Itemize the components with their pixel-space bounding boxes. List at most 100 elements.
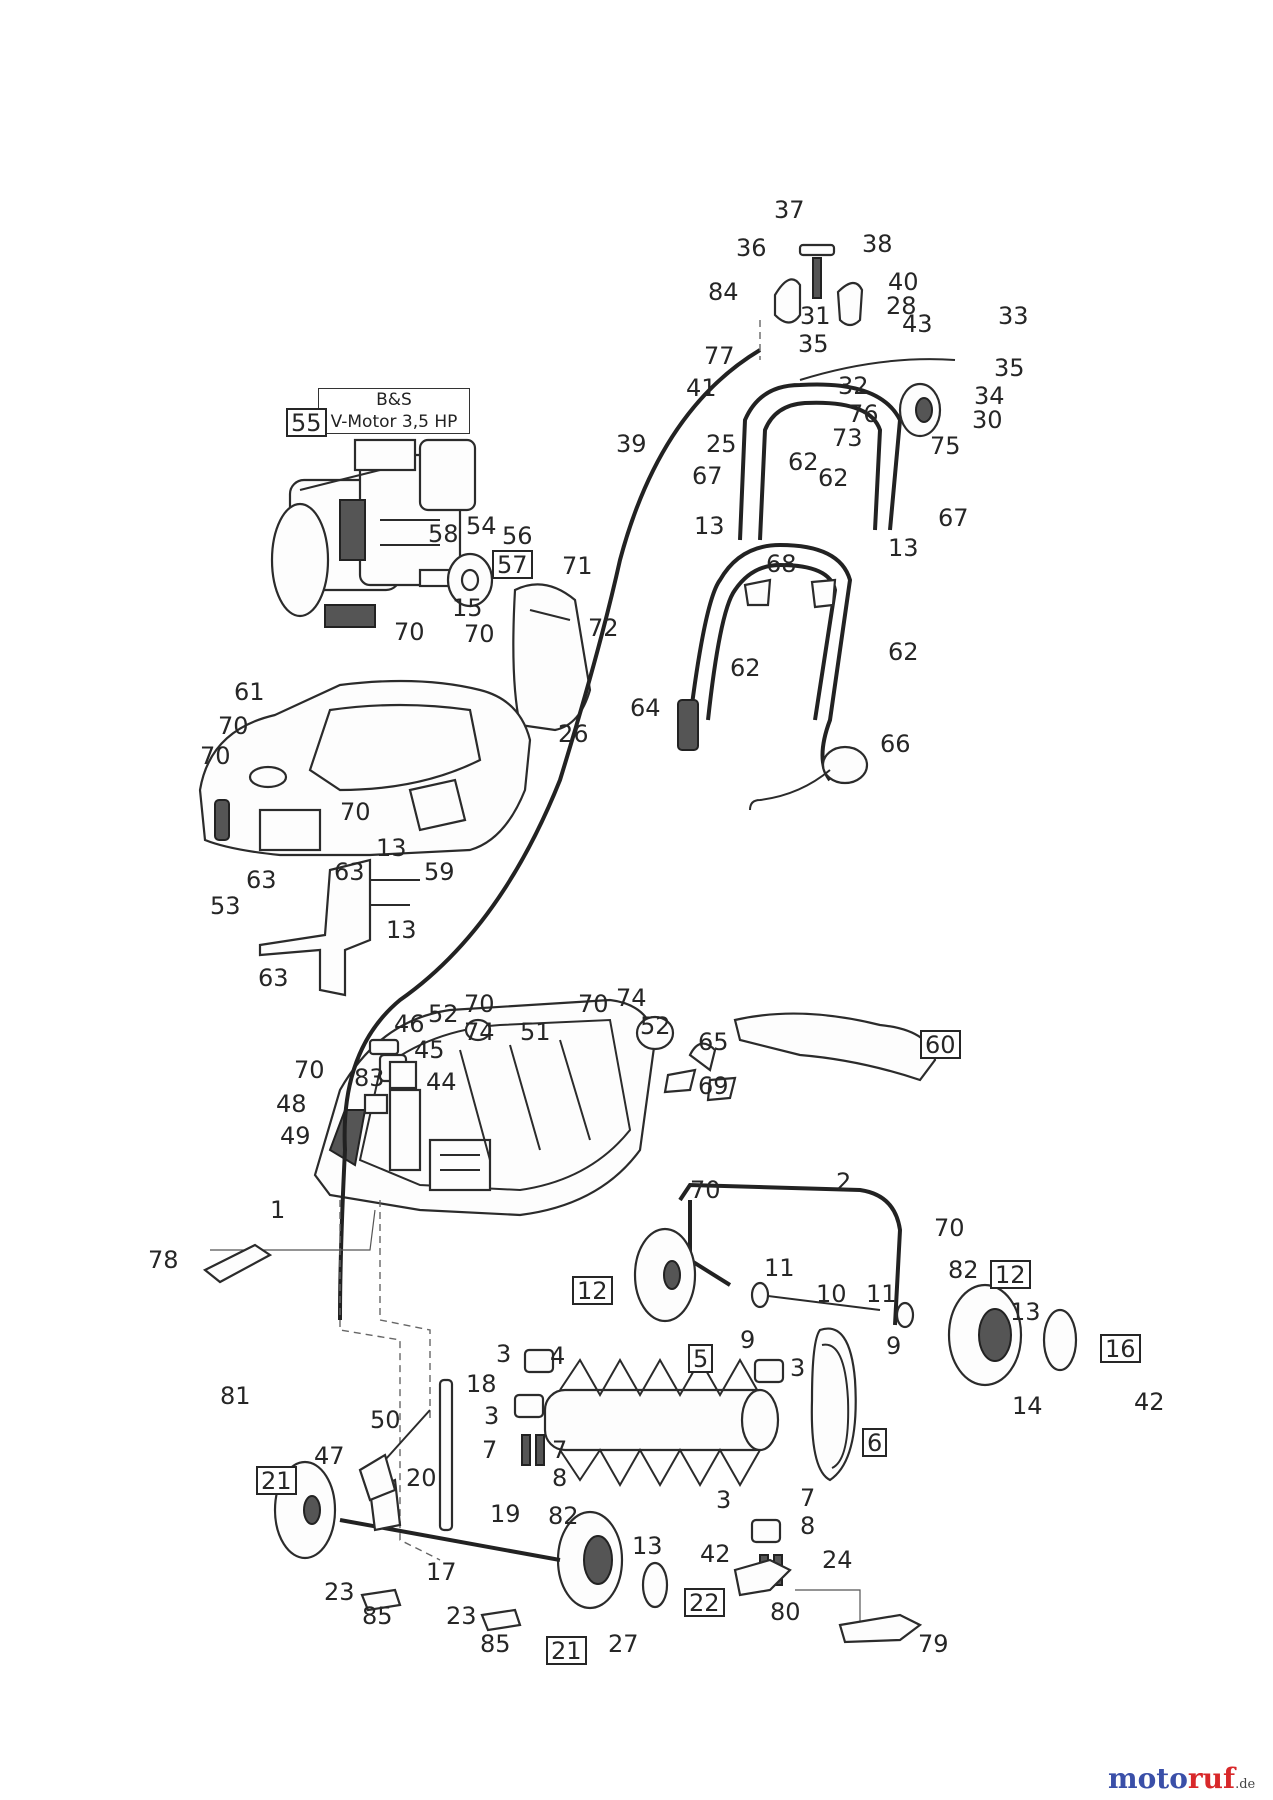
part-label-47: 47 xyxy=(314,1442,345,1470)
part-label-16: 16 xyxy=(1100,1334,1141,1363)
part-label-1: 1 xyxy=(270,1196,286,1224)
part-label-38: 38 xyxy=(862,230,893,258)
part-label-44: 44 xyxy=(426,1068,457,1096)
part-label-13: 13 xyxy=(386,916,417,944)
part-label-67: 67 xyxy=(938,504,969,532)
part-label-7: 7 xyxy=(552,1436,568,1464)
wheel-rear-left xyxy=(633,1227,697,1323)
part-label-13: 13 xyxy=(694,512,725,540)
part-label-70: 70 xyxy=(464,620,495,648)
part-label-51: 51 xyxy=(520,1018,551,1046)
part-label-61: 61 xyxy=(234,678,265,706)
part-label-66: 66 xyxy=(880,730,911,758)
part-label-80: 80 xyxy=(770,1598,801,1626)
belt-cover-illustration xyxy=(512,583,592,732)
part-label-14: 14 xyxy=(1012,1392,1043,1420)
part-label-65: 65 xyxy=(698,1028,729,1056)
part-label-5: 5 xyxy=(688,1344,714,1373)
part-label-9: 9 xyxy=(740,1326,756,1354)
part-label-70: 70 xyxy=(340,798,371,826)
pulley-illustration xyxy=(446,552,494,608)
part-label-39: 39 xyxy=(616,430,647,458)
part-label-48: 48 xyxy=(276,1090,307,1118)
part-label-43: 43 xyxy=(902,310,933,338)
part-label-10: 10 xyxy=(816,1280,847,1308)
part-label-27: 27 xyxy=(608,1630,639,1658)
part-label-70: 70 xyxy=(218,712,249,740)
bracket-illustration xyxy=(258,858,420,997)
handle-top-illustration xyxy=(773,243,956,438)
part-label-70: 70 xyxy=(464,990,495,1018)
part-label-3: 3 xyxy=(790,1354,806,1382)
part-label-26: 26 xyxy=(558,720,589,748)
part-label-63: 63 xyxy=(258,964,289,992)
part-label-67: 67 xyxy=(692,462,723,490)
part-label-70: 70 xyxy=(690,1176,721,1204)
part-label-13: 13 xyxy=(1010,1298,1041,1326)
watermark-suffix: .de xyxy=(1235,1777,1256,1792)
part-label-63: 63 xyxy=(246,866,277,894)
part-label-2: 2 xyxy=(836,1168,852,1196)
part-label-21: 21 xyxy=(546,1636,587,1665)
part-label-81: 81 xyxy=(220,1382,251,1410)
part-label-79: 79 xyxy=(918,1630,949,1658)
guide-illustration xyxy=(368,1038,418,1090)
part-label-74: 74 xyxy=(464,1018,495,1046)
part-label-34: 34 xyxy=(974,382,1005,410)
site-watermark: motoruf.de xyxy=(1108,1762,1255,1795)
engine-callout: B&S V-Motor 3,5 HP xyxy=(318,388,470,434)
part-label-13: 13 xyxy=(888,534,919,562)
part-label-35: 35 xyxy=(798,330,829,358)
part-label-13: 13 xyxy=(632,1532,663,1560)
clips-illustration xyxy=(663,1068,737,1102)
part-label-36: 36 xyxy=(736,234,767,262)
part-label-8: 8 xyxy=(800,1512,816,1540)
part-label-11: 11 xyxy=(866,1280,897,1308)
part-label-6: 6 xyxy=(862,1428,888,1457)
part-label-23: 23 xyxy=(446,1602,477,1630)
part-label-77: 77 xyxy=(704,342,735,370)
part-label-70: 70 xyxy=(934,1214,965,1242)
part-label-17: 17 xyxy=(426,1558,457,1586)
part-label-74: 74 xyxy=(616,984,647,1012)
part-label-78: 78 xyxy=(148,1246,179,1274)
part-label-40: 40 xyxy=(888,268,919,296)
part-label-32: 32 xyxy=(838,372,869,400)
part-label-19: 19 xyxy=(490,1500,521,1528)
part-label-75: 75 xyxy=(930,432,961,460)
part-label-28: 28 xyxy=(886,292,917,320)
part-label-18: 18 xyxy=(466,1370,497,1398)
part-label-9: 9 xyxy=(886,1332,902,1360)
part-label-3: 3 xyxy=(716,1486,732,1514)
part-label-62: 62 xyxy=(788,448,819,476)
part-label-54: 54 xyxy=(466,512,497,540)
watermark-moto: moto xyxy=(1108,1762,1188,1795)
part-label-50: 50 xyxy=(370,1406,401,1434)
part-label-41: 41 xyxy=(686,374,717,402)
part-label-52: 52 xyxy=(428,1000,459,1028)
part-label-76: 76 xyxy=(848,400,879,428)
part-label-24: 24 xyxy=(822,1546,853,1574)
part-label-57: 57 xyxy=(492,550,533,579)
part-label-69: 69 xyxy=(698,1072,729,1100)
part-label-8: 8 xyxy=(552,1464,568,1492)
part-label-7: 7 xyxy=(482,1436,498,1464)
part-label-70: 70 xyxy=(578,990,609,1018)
part-label-21: 21 xyxy=(256,1466,297,1495)
part-label-55: 55 xyxy=(286,408,327,437)
part-label-12: 12 xyxy=(990,1260,1031,1289)
part-label-37: 37 xyxy=(774,196,805,224)
part-label-70: 70 xyxy=(294,1056,325,1084)
part-label-56: 56 xyxy=(502,522,533,550)
part-label-58: 58 xyxy=(428,520,459,548)
part-label-71: 71 xyxy=(562,552,593,580)
part-label-23: 23 xyxy=(324,1578,355,1606)
part-label-11: 11 xyxy=(764,1254,795,1282)
part-label-33: 33 xyxy=(998,302,1029,330)
part-label-3: 3 xyxy=(496,1340,512,1368)
rear-flap-illustration xyxy=(688,1012,937,1082)
part-label-70: 70 xyxy=(394,618,425,646)
part-label-82: 82 xyxy=(548,1502,579,1530)
scarifier-drum-illustration xyxy=(543,1357,780,1488)
handle-illustration xyxy=(677,382,903,811)
